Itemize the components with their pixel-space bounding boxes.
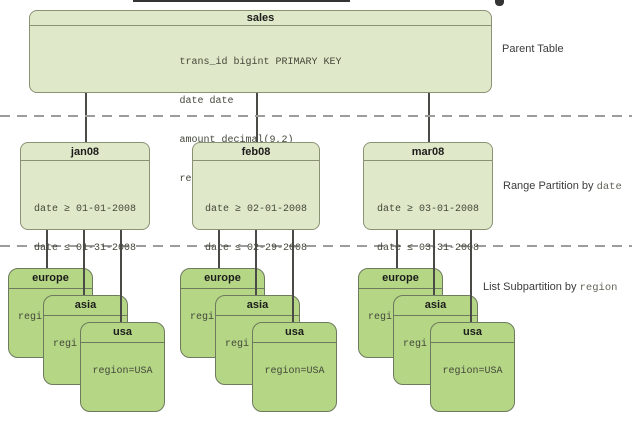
subpartition-body: region=USA	[92, 366, 153, 377]
tier-separator-dashed-line	[0, 115, 632, 117]
connector-line	[83, 230, 85, 295]
cropped-text-artifact	[133, 0, 350, 2]
range-partition-title: feb08	[193, 143, 319, 161]
subpartition-title: usa	[431, 323, 514, 343]
connector-line	[433, 230, 435, 295]
connector-line	[428, 93, 430, 142]
parent-table-title: sales	[30, 11, 491, 26]
range-tier-label: Range Partition by date	[503, 180, 622, 193]
range-rule: date ≥ 02-01-2008	[204, 204, 308, 215]
range-rule: date ≤ 03-31-2008	[376, 243, 480, 254]
subpartition-title: usa	[81, 323, 164, 343]
subpartition-title: europe	[181, 269, 264, 289]
range-rules: date ≥ 03-01-2008 date ≤ 03-31-2008	[377, 177, 479, 281]
connector-line	[396, 230, 398, 268]
range-tier-label-text: Range Partition by	[503, 180, 597, 192]
range-rule: date ≤ 02-29-2008	[204, 243, 308, 254]
connector-line	[85, 93, 87, 142]
subpartition-title: asia	[216, 296, 299, 316]
range-partition-title: jan08	[21, 143, 149, 161]
subpartition-title: usa	[253, 323, 336, 343]
connector-line	[120, 230, 122, 322]
subpartition-card-usa: usa region=USA	[80, 322, 165, 412]
range-rule: date ≤ 01-31-2008	[33, 243, 137, 254]
connector-line	[218, 230, 220, 268]
subpartition-title: europe	[359, 269, 442, 289]
subpartition-title: europe	[9, 269, 92, 289]
cropped-text-artifact	[495, 0, 504, 6]
subpartition-body: regi	[53, 339, 78, 350]
subpartition-card-usa: usa region=USA	[252, 322, 337, 412]
subpartition-body: regi	[225, 339, 250, 350]
tier-separator-dashed-line	[0, 245, 632, 247]
column-def: trans_id bigint PRIMARY KEY	[179, 57, 342, 68]
subpartition-body: regi	[368, 312, 393, 323]
column-def: date date	[179, 96, 234, 107]
connector-line	[255, 230, 257, 295]
subpartition-title: asia	[394, 296, 477, 316]
connector-line	[470, 230, 472, 322]
parent-tier-label-text: Parent Table	[502, 43, 564, 55]
range-partition-jan08: jan08 date ≥ 01-01-2008 date ≤ 01-31-200…	[20, 142, 150, 254]
subpartition-body: region=USA	[442, 366, 503, 377]
list-tier-label-text: List Subpartition by	[483, 281, 580, 293]
parent-tier-label: Parent Table	[502, 43, 564, 55]
connector-line	[46, 230, 48, 268]
subpartition-body: regi	[190, 312, 215, 323]
range-rule: date ≥ 01-01-2008	[33, 204, 137, 215]
subpartition-title: asia	[44, 296, 127, 316]
range-rules: date ≥ 01-01-2008 date ≤ 01-31-2008	[34, 177, 136, 281]
column-def: amount decimal(9,2)	[179, 135, 294, 146]
parent-table-box: sales trans_id bigint PRIMARY KEY date d…	[29, 10, 492, 185]
list-tier-label: List Subpartition by region	[483, 281, 617, 294]
range-partition-mar08: mar08 date ≥ 03-01-2008 date ≤ 03-31-200…	[363, 142, 493, 254]
subpartition-card-usa: usa region=USA	[430, 322, 515, 412]
subpartition-body: regi	[403, 339, 428, 350]
range-rule: date ≥ 03-01-2008	[376, 204, 480, 215]
connector-line	[292, 230, 294, 322]
range-partition-key: date	[596, 181, 622, 193]
connector-line	[256, 93, 258, 142]
range-partition-title: mar08	[364, 143, 492, 161]
list-partition-key: region	[579, 282, 618, 294]
subpartition-body: regi	[18, 312, 43, 323]
range-partition-feb08: feb08 date ≥ 02-01-2008 date ≤ 02-29-200…	[192, 142, 320, 254]
subpartition-body: region=USA	[264, 366, 325, 377]
range-rules: date ≥ 02-01-2008 date ≤ 02-29-2008	[205, 177, 307, 281]
